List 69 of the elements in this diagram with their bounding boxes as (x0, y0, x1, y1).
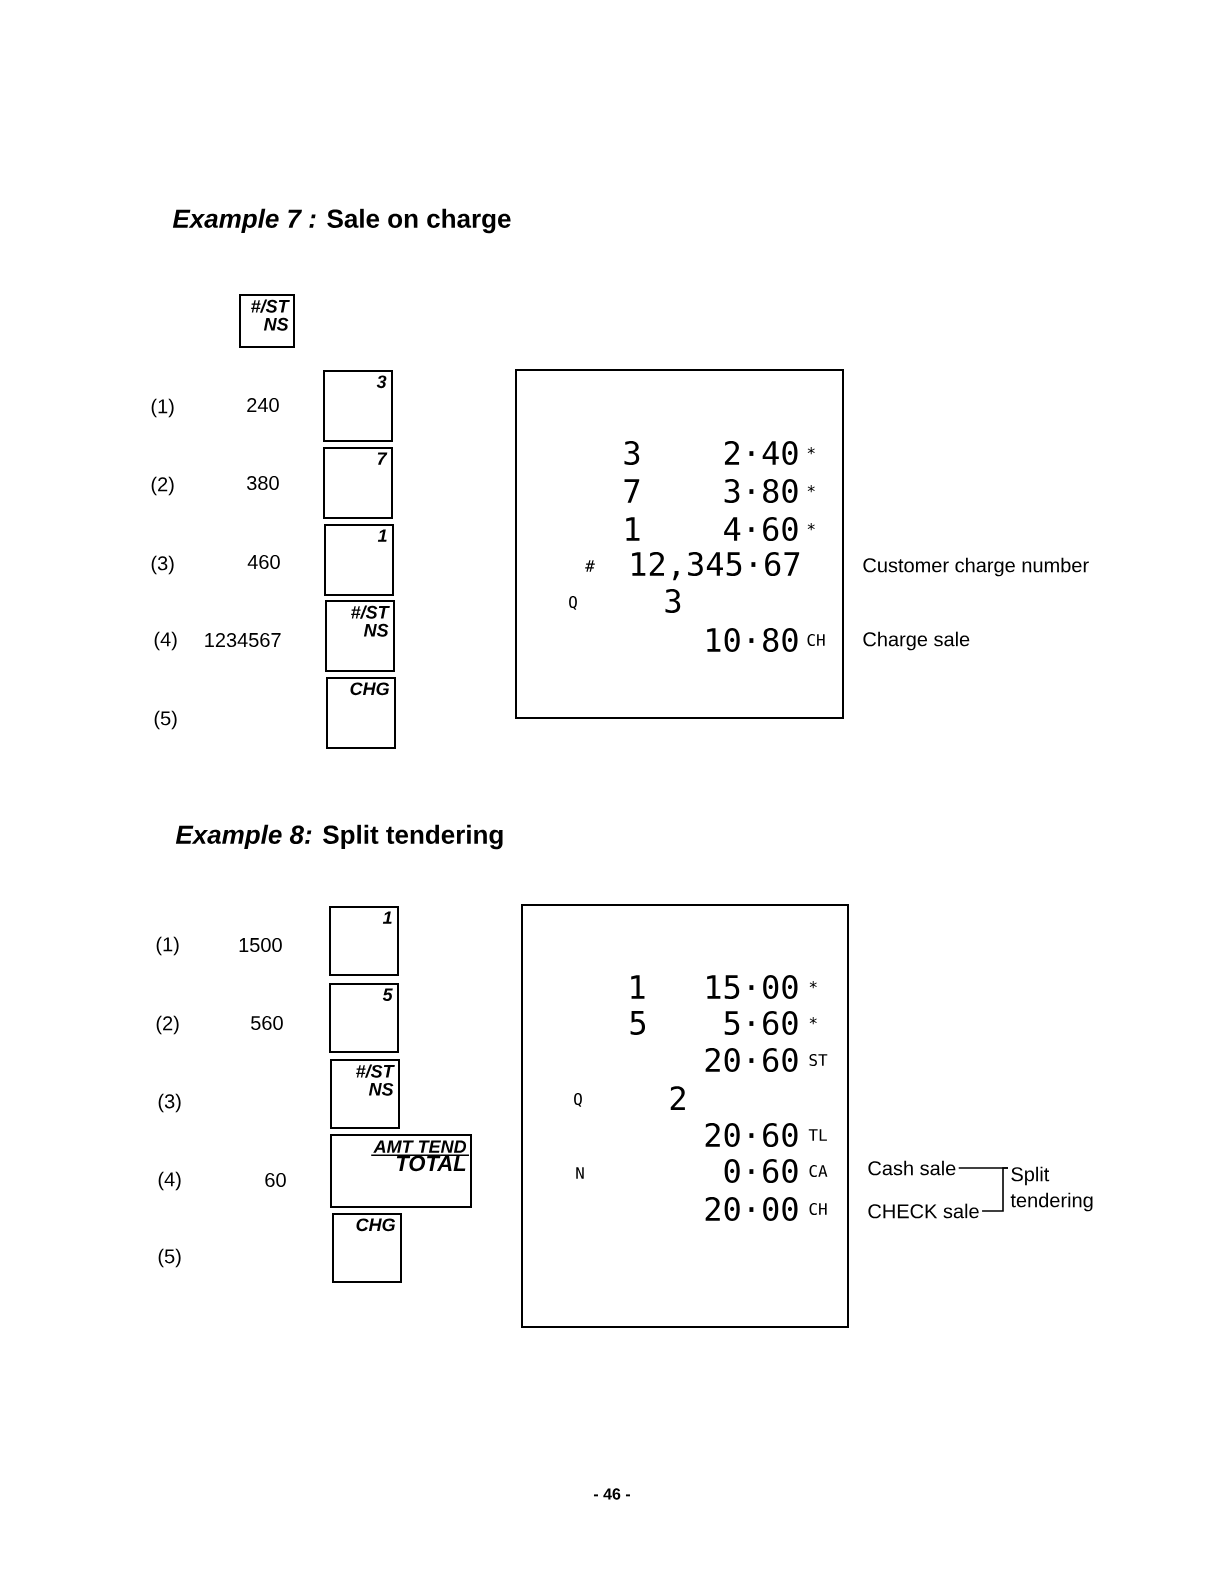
key-button: 5 (329, 983, 399, 1053)
step-label: (5) (154, 710, 177, 730)
receipt-entry: 10·80 (707, 627, 798, 653)
receipt-entry: * (809, 1017, 817, 1025)
step-label: (2) (156, 1015, 179, 1035)
key-button: 3 (323, 370, 393, 442)
step-label: (3) (151, 555, 174, 575)
note-text: Split tendering (1010, 1166, 1093, 1212)
key-button: 1 (329, 906, 399, 976)
receipt-entry: 5 (630, 1011, 646, 1035)
step-label: 1234567 (205, 632, 281, 648)
step-label: 380 (247, 475, 279, 491)
receipt-entry: 3 (624, 440, 640, 466)
key-button: CHG (332, 1213, 402, 1283)
step-label: (1) (156, 936, 179, 956)
step-label: (2) (151, 476, 174, 496)
receipt-entry: 20·60 (705, 1122, 798, 1148)
receipt-entry: * (809, 981, 817, 989)
page-number: - 46 - (593, 1488, 630, 1500)
step-label: 60 (265, 1172, 286, 1188)
receipt-entry: ST (809, 1053, 828, 1067)
step-label: 240 (247, 397, 279, 413)
receipt-entry: * (807, 523, 815, 531)
step-label: 460 (247, 554, 280, 570)
receipt-entry: 2·40 (724, 440, 798, 466)
section-heading: Example 7 : Sale on charge (172, 208, 511, 234)
receipt-entry: 1 (631, 975, 645, 999)
receipt-entry: 15·00 (707, 974, 798, 1000)
receipt-entry: N (576, 1167, 584, 1179)
receipt-entry: * (807, 447, 815, 455)
step-label: 560 (251, 1015, 283, 1031)
receipt-entry: 0·60 (724, 1158, 798, 1184)
key-button: #/ST NS (239, 294, 295, 348)
step-label: Charge sale (863, 631, 970, 651)
step-label: (1) (151, 398, 174, 418)
step-label: (4) (154, 631, 177, 651)
key-button: AMT TEND TOTAL (330, 1134, 472, 1208)
key-button: #/ST NS (325, 600, 395, 672)
receipt-entry: 1 (626, 517, 640, 541)
receipt-entry: CH (809, 1202, 827, 1216)
receipt-entry: Q (569, 596, 577, 610)
receipt-entry: 7 (624, 479, 640, 503)
step-label: Customer charge number (863, 557, 1089, 577)
step-label: (3) (158, 1093, 181, 1113)
receipt-entry: 3 (665, 588, 681, 614)
receipt-entry: # (585, 560, 595, 572)
receipt-entry: CA (809, 1164, 828, 1178)
receipt-entry: CH (807, 633, 825, 647)
key-button: 7 (323, 447, 393, 519)
note-text: CHECK sale (868, 1203, 979, 1219)
receipt-entry: 12,345·67 (632, 551, 800, 581)
section-heading: Example 8: Split tendering (175, 824, 503, 850)
receipt-entry: TL (808, 1129, 827, 1141)
step-label: (5) (158, 1248, 181, 1268)
receipt-entry: 3·80 (724, 478, 798, 504)
key-button: 1 (324, 524, 394, 596)
receipt-entry: * (807, 485, 815, 493)
key-button: #/ST NS (330, 1059, 400, 1129)
receipt-entry: 2 (670, 1086, 685, 1110)
receipt-entry: 20·00 (705, 1196, 798, 1222)
note-text: Cash sale (868, 1160, 956, 1176)
key-button: CHG (326, 677, 396, 749)
bracket-line (981, 1167, 1009, 1212)
step-label: (4) (158, 1171, 181, 1191)
step-label: 1500 (239, 937, 282, 953)
receipt-entry: 4·60 (724, 516, 798, 542)
receipt-entry: 5·60 (724, 1010, 798, 1036)
receipt-entry: Q (574, 1093, 582, 1107)
receipt-entry: 20·60 (705, 1047, 798, 1073)
